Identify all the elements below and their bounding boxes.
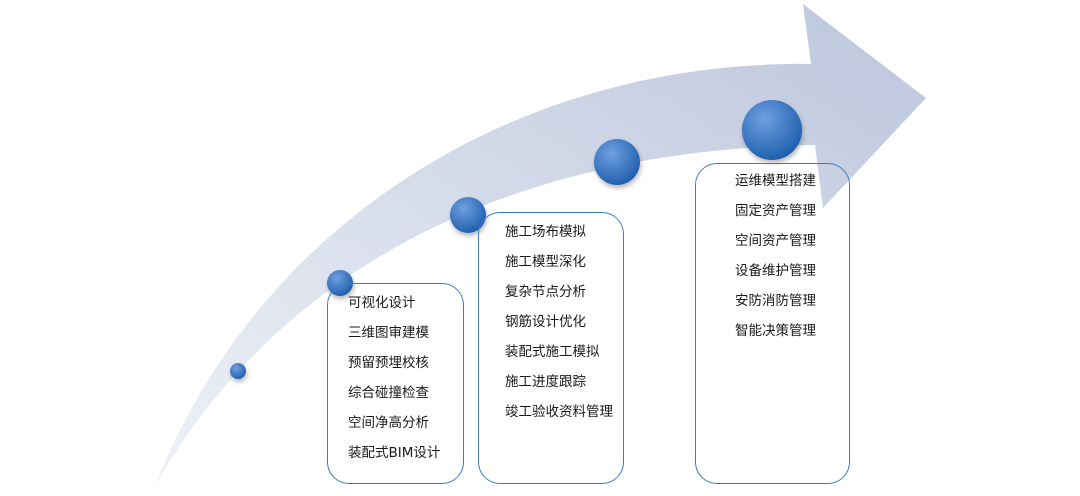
list-item: 施工场布模拟 [505,224,586,240]
list-item: 三维图审建模 [348,325,429,341]
operation-stage-list: 运维模型搭建 固定资产管理 空间资产管理 设备维护管理 安防消防管理 智能决策管… [735,166,849,346]
list-item: 装配式BIM设计 [348,445,441,461]
stage-dot-1 [230,363,246,379]
stage-dot-4 [594,139,640,185]
list-item: 空间净高分析 [348,415,429,431]
list-item: 钢筋设计优化 [505,314,586,330]
design-stage-card: 可视化设计 三维图审建模 预留预埋校核 综合碰撞检查 空间净高分析 装配式BIM… [327,283,464,484]
construction-stage-card: 施工场布模拟 施工模型深化 复杂节点分析 钢筋设计优化 装配式施工模拟 施工进度… [478,212,624,484]
list-item: 空间资产管理 [735,233,816,249]
list-item: 固定资产管理 [735,203,816,219]
list-item: 复杂节点分析 [505,284,586,300]
design-stage-list: 可视化设计 三维图审建模 预留预埋校核 综合碰撞检查 空间净高分析 装配式BIM… [348,288,463,468]
list-item: 可视化设计 [348,295,416,311]
list-item: 施工模型深化 [505,254,586,270]
list-item: 装配式施工模拟 [505,344,600,360]
list-item: 安防消防管理 [735,293,816,309]
list-item: 智能决策管理 [735,323,816,339]
list-item: 运维模型搭建 [735,173,816,189]
list-item: 竣工验收资料管理 [505,404,613,420]
stage-dot-3 [450,197,486,233]
list-item: 设备维护管理 [735,263,816,279]
growth-arrow [155,4,926,486]
stage-dot-5 [742,100,802,160]
list-item: 预留预埋校核 [348,355,429,371]
list-item: 综合碰撞检查 [348,385,429,401]
construction-stage-list: 施工场布模拟 施工模型深化 复杂节点分析 钢筋设计优化 装配式施工模拟 施工进度… [505,217,623,427]
operation-stage-card: 运维模型搭建 固定资产管理 空间资产管理 设备维护管理 安防消防管理 智能决策管… [695,163,850,484]
list-item: 施工进度跟踪 [505,374,586,390]
